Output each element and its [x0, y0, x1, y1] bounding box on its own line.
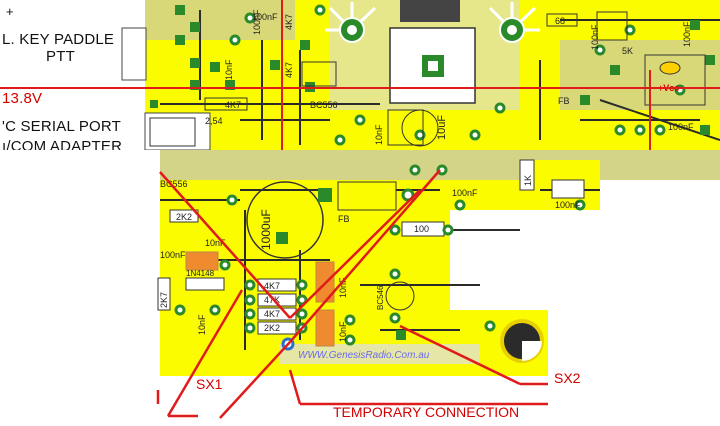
resistor-2k7: [157, 277, 171, 311]
label-10uf: 10uF: [436, 115, 448, 140]
label-1n4148: 1N4148: [186, 269, 215, 278]
label-4k7: 4K7: [225, 100, 241, 110]
label-bc556: BC556: [160, 179, 188, 189]
capacitor-1000uf: [246, 181, 324, 259]
bottom-component-labels: BC556 2K2 1000uF FB 100nF 100nF 100nF 10…: [159, 175, 581, 342]
label-100nf: 100nF: [668, 122, 694, 132]
com-adapter-label: ı/COM ADAPTER: [2, 138, 123, 150]
label-100nf: 100nF: [590, 24, 600, 50]
label-100nf: 100nF: [252, 9, 262, 35]
website-strip: [280, 344, 480, 364]
label-2k7: 2K7: [159, 292, 169, 308]
plus-mark: +: [6, 4, 14, 19]
label-100nf: 100nF: [160, 250, 186, 260]
label-2-54: 2,54: [205, 116, 223, 126]
regulator-hole: [428, 61, 438, 71]
ferrite-bead: [337, 181, 397, 211]
label-4k7: 4K7: [264, 309, 280, 319]
top-round-pads: [229, 4, 686, 146]
capacitor-orange-1: [185, 251, 219, 271]
label-bc556: BC556: [310, 100, 338, 110]
top-board-diagram: 68 100nF 100nF 100nF 10nF 4K7 4K7 4K7 5K…: [0, 0, 720, 150]
website-label: WWW.GenesisRadio.Com.au: [298, 350, 430, 361]
bottom-round-pads: [174, 164, 586, 346]
label-100: 100: [414, 224, 429, 234]
label-2k2: 2K2: [264, 323, 280, 333]
label-10nf: 10nF: [338, 277, 348, 298]
board-cutout: [450, 210, 548, 310]
mounting-hole-marker: [522, 341, 542, 361]
label-fb: FB: [558, 96, 570, 106]
key-paddle-label: L. KEY PADDLE: [2, 31, 115, 48]
top-components: [149, 11, 706, 147]
top-board-shade: [145, 0, 295, 40]
label-4k7: 4K7: [284, 14, 294, 30]
label-100nf: 100nF: [252, 12, 278, 22]
label-10nf: 10nF: [197, 314, 207, 335]
label-100nf: 100nF: [452, 188, 478, 198]
top-pads: [150, 5, 715, 135]
label-4k7: 4K7: [264, 281, 280, 291]
vcc-pad: [659, 61, 681, 75]
bottom-board-diagram: BC556 2K2 1000uF FB 100nF 100nF 100nF 10…: [156, 150, 720, 419]
supply-label: 13.8V: [2, 90, 43, 107]
diode-1n4148: [185, 277, 225, 291]
label-10nf: 10nF: [374, 124, 384, 145]
label-47k: 47K: [264, 295, 280, 305]
sx1-label: SX1: [196, 376, 223, 392]
transistor-bc546: [385, 281, 415, 311]
capacitor-top-right: [551, 179, 585, 199]
label-1k: 1K: [523, 175, 533, 186]
label-100nf: 100nF: [555, 200, 581, 210]
label-5k: 5K: [622, 46, 633, 56]
label-10nf: 10nF: [338, 321, 348, 342]
serial-connector: [144, 112, 211, 150]
connection-wires: [156, 169, 548, 419]
resistor-1k: [519, 159, 535, 191]
label-bc546: BC546: [376, 285, 385, 310]
temporary-connection-label: TEMPORARY CONNECTION: [333, 404, 520, 420]
sx2-label: SX2: [554, 370, 581, 386]
label-10nf: 10nF: [224, 59, 234, 80]
bottom-pads: [276, 188, 406, 340]
connector-top: [121, 27, 147, 81]
label-fb: FB: [338, 214, 350, 224]
label-4k7: 4K7: [284, 62, 294, 78]
label-1000uf: 1000uF: [259, 209, 273, 250]
serial-port-label: 'C SERIAL PORT: [2, 118, 122, 135]
capacitor-orange-3: [315, 309, 335, 347]
regulator-body: [400, 0, 460, 22]
ptt-label: PTT: [46, 48, 75, 65]
label-100nf: 100nF: [682, 21, 692, 47]
label-10nf: 10nF: [205, 238, 226, 248]
label-2k2: 2K2: [176, 212, 192, 222]
resistor-bank: [257, 278, 297, 335]
label-68: 68: [555, 16, 565, 26]
top-component-labels: 68 100nF 100nF 100nF 10nF 4K7 4K7 4K7 5K…: [205, 9, 694, 145]
